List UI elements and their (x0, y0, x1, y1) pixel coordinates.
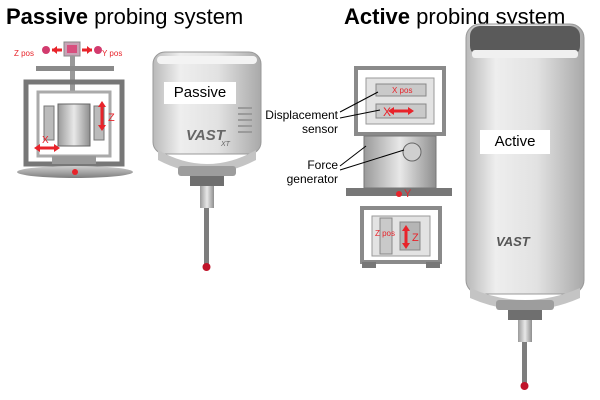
active-housing-body (465, 23, 585, 295)
xpos-sensor (375, 83, 427, 97)
passive-stylus (204, 208, 209, 264)
passive-brand: VAST (186, 127, 227, 144)
label-z: Z (108, 112, 115, 124)
active-mechanism (339, 66, 452, 268)
label-zpos: Z pos (14, 49, 34, 58)
passive-vents (238, 107, 252, 133)
arrow-z-head-up (98, 101, 106, 107)
passive-housing-label: Passive (164, 82, 236, 104)
active-mount (508, 310, 542, 320)
shaft (70, 56, 75, 92)
active-label-xpos: X pos (392, 86, 412, 95)
active-lower-frame (360, 206, 442, 264)
active-label-y: Y (404, 188, 412, 200)
arrow-zpos-head (52, 46, 57, 54)
title-passive: Passive probing system (6, 4, 244, 29)
active-stylus (522, 342, 527, 384)
passive-probe-holder (200, 186, 214, 208)
passive-mechanism (17, 41, 133, 178)
center-block (57, 103, 91, 147)
active-label-x: X (383, 105, 391, 119)
callout-displacement-sensor: Displacement sensor (265, 108, 338, 136)
foot-right (426, 262, 440, 268)
callout-force-generator: Force generator (286, 158, 338, 186)
active-collar (496, 300, 554, 310)
zpos-sensor (379, 217, 393, 255)
label-ypos: Y pos (102, 49, 122, 58)
active-label-zpos: Z pos (375, 229, 395, 238)
passive-mount (190, 176, 224, 186)
passive-probe-tip (202, 263, 211, 271)
force-generator-disc (402, 142, 422, 162)
passive-brand-suffix: XT (220, 141, 231, 148)
top-block-core (67, 45, 77, 53)
base-center-dot (72, 169, 78, 175)
active-arrow-z-head-up (402, 225, 410, 231)
arrow-x-head-left (34, 144, 40, 152)
active-brand: VAST (496, 234, 531, 249)
spring-left (43, 105, 55, 141)
active-arrow-x-head-right (408, 107, 414, 115)
arrow-ypos-head (87, 46, 92, 54)
base-block (52, 156, 96, 164)
active-arrow-x-head-left (388, 107, 394, 115)
passive-housing-top (157, 56, 257, 64)
arrow-z-head-down (98, 125, 106, 131)
foot-left (362, 262, 376, 268)
passive-collar (178, 166, 236, 176)
force-generator-body (363, 135, 437, 189)
pin-left (42, 46, 50, 54)
pin-right (94, 46, 102, 54)
active-housing-label: Active (480, 130, 550, 154)
active-housing-cap (470, 26, 580, 56)
top-bar (36, 66, 114, 71)
active-probe-housing (465, 23, 585, 390)
active-housing-cap-rim (472, 50, 578, 58)
callout-lines (339, 91, 405, 171)
active-label-z: Z (412, 232, 419, 244)
active-probe-tip (520, 382, 529, 390)
label-x: X (42, 135, 49, 146)
active-arrow-z-head-down (402, 243, 410, 249)
active-y-dot (396, 191, 402, 197)
active-top-frame (354, 66, 446, 136)
active-probe-holder (518, 320, 532, 342)
arrow-x-head-right (54, 144, 60, 152)
